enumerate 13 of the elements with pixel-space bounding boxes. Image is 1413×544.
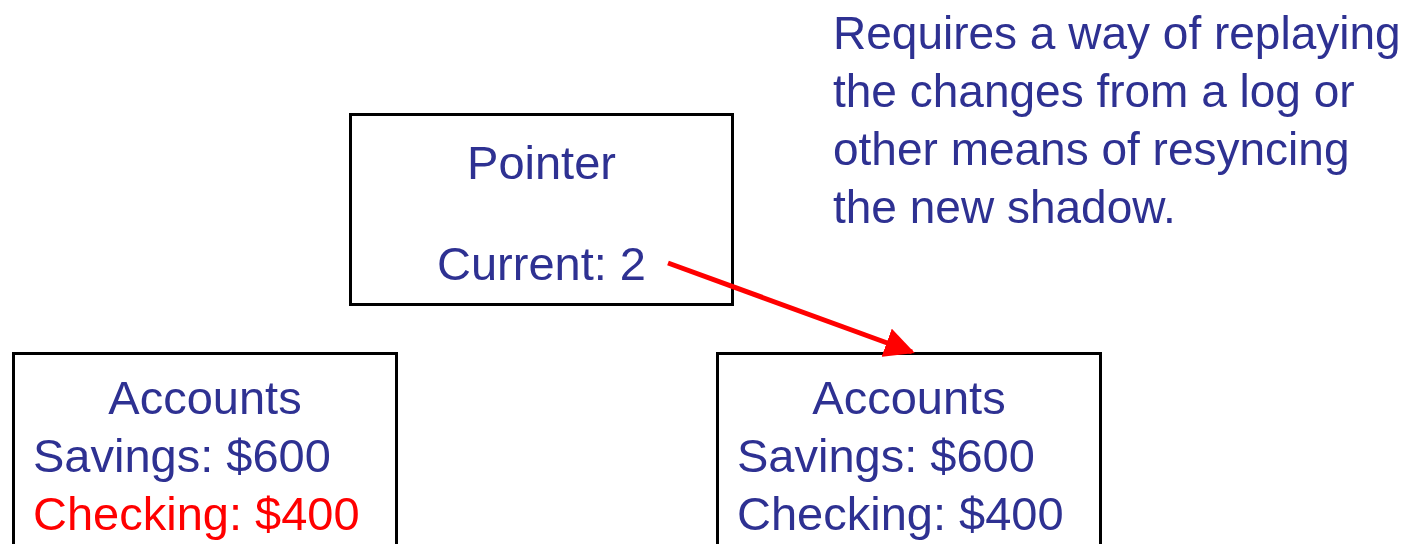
accounts-box	[12, 352, 398, 544]
box-heading: Accounts	[812, 370, 1006, 426]
note-text: Requires a way of replaying the changes from a log or other means of resyncing the new shadow.	[833, 6, 1402, 235]
pointer-box	[349, 113, 734, 306]
box-text: Checking: $400	[737, 486, 1064, 542]
box-heading: Pointer	[467, 135, 616, 191]
box-text: Savings: $600	[33, 428, 331, 484]
box-text: Savings: $600	[737, 428, 1035, 484]
box-heading: Accounts	[108, 370, 302, 426]
box-text: Checking: $400	[33, 486, 360, 542]
arrow	[667, 260, 915, 357]
accounts-box	[716, 352, 1102, 544]
box-text: Current: 2	[437, 236, 646, 292]
